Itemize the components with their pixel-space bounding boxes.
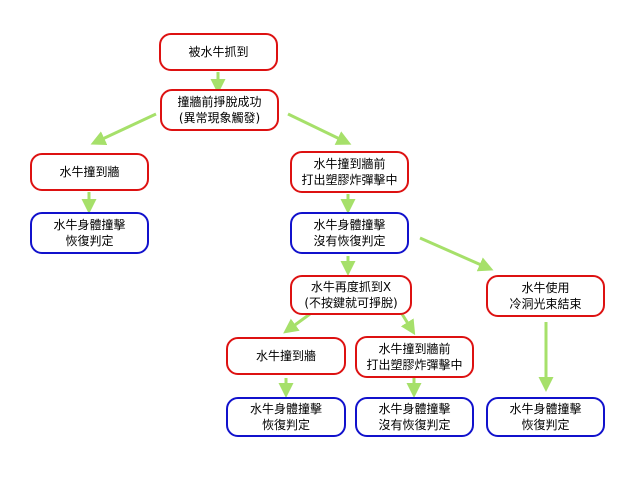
node-text: 撞牆前掙脫成功 [177, 95, 262, 109]
node-text: 恢復判定 [65, 234, 114, 248]
node-text: 水牛身體撞擊 [509, 402, 582, 416]
node-bomb-before-wall: 水牛撞到牆前 打出塑膠炸彈擊中 [290, 151, 409, 193]
node-text: 水牛撞到牆 [255, 349, 316, 363]
node-text: 沒有恢復判定 [313, 234, 386, 248]
node-text: 水牛撞到牆 [59, 165, 120, 179]
node-buffalo-hits-wall: 水牛撞到牆 [30, 153, 149, 191]
node-text: 水牛身體撞擊 [249, 402, 322, 416]
node-text: (異常現象觸發) [178, 111, 261, 125]
node-text: 恢復判定 [521, 418, 570, 432]
node-text: 被水牛抓到 [188, 45, 249, 59]
node-regrab: 水牛再度抓到X (不按鍵就可掙脫) [290, 275, 412, 315]
node-text: 水牛身體撞擊 [53, 218, 126, 232]
node-text: 水牛再度抓到X [310, 280, 392, 294]
node-text: 冷洞光束結束 [509, 297, 582, 311]
node-buffalo-hits-wall-2: 水牛撞到牆 [226, 337, 346, 375]
node-hit-result-recover: 水牛身體撞擊 恢復判定 [30, 212, 149, 254]
node-text: 打出塑膠炸彈擊中 [366, 358, 463, 372]
node-result-recover-2: 水牛身體撞擊 恢復判定 [226, 397, 346, 437]
node-freeze-beam-end: 水牛使用 冷洞光束結束 [486, 275, 605, 317]
node-text: 水牛使用 [521, 281, 570, 295]
node-escape-before-wall: 撞牆前掙脫成功 (異常現象觸發) [160, 89, 279, 131]
node-bomb-before-wall-2: 水牛撞到牆前 打出塑膠炸彈擊中 [355, 336, 474, 378]
arrow-regrab-to-hitwall2 [283, 312, 311, 334]
node-result-no-recover-2: 水牛身體撞擊 沒有恢復判定 [355, 397, 474, 437]
node-text: 沒有恢復判定 [378, 418, 451, 432]
node-hit-result-no-recover: 水牛身體撞擊 沒有恢復判定 [290, 212, 409, 254]
arrow-norecover-to-freeze [419, 236, 494, 272]
node-text: 水牛身體撞擊 [313, 218, 386, 232]
node-text: 打出塑膠炸彈擊中 [301, 173, 398, 187]
node-caught-by-buffalo: 被水牛抓到 [159, 33, 278, 71]
node-text: 恢復判定 [261, 418, 310, 432]
arrow-escape-to-hitwall [90, 112, 157, 145]
arrow-escape-to-bomb [287, 112, 352, 145]
arrow-regrab-to-bomb2 [400, 313, 416, 336]
node-text: 水牛撞到牆前 [378, 342, 451, 356]
node-text: 水牛撞到牆前 [313, 157, 386, 171]
node-result-recover-3: 水牛身體撞擊 恢復判定 [486, 397, 605, 437]
node-text: 水牛身體撞擊 [378, 402, 451, 416]
node-text: (不按鍵就可掙脫) [304, 296, 398, 310]
